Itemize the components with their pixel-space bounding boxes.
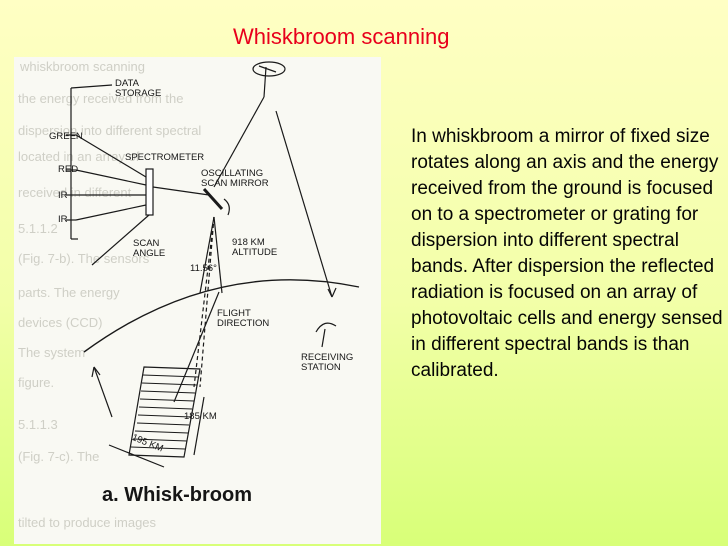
label-oscillating-mirror: OSCILLATING SCAN MIRROR xyxy=(201,168,269,189)
label-red: RED xyxy=(58,164,79,175)
label-altitude: 918 KM ALTITUDE xyxy=(232,237,278,258)
svg-text:tilted to produce images: tilted to produce images xyxy=(18,515,157,530)
svg-text:figure.: figure. xyxy=(18,375,54,390)
scan-cone-right xyxy=(213,216,223,294)
description-paragraph: In whiskbroom a mirror of fixed size rot… xyxy=(411,126,723,381)
label-spectrometer: SPECTROMETER xyxy=(125,152,205,163)
storage-connector xyxy=(70,84,113,89)
ground-track xyxy=(173,291,220,403)
receiving-dish xyxy=(315,322,337,333)
label-flight-direction: FLIGHT DIRECTION xyxy=(217,308,270,329)
label-receiving-station: RECEIVING STATION xyxy=(301,352,354,373)
svg-text:(Fig. 7-b). The sensors: (Fig. 7-b). The sensors xyxy=(18,251,150,266)
label-angle-value: 11.56° xyxy=(190,263,217,274)
svg-text:devices (CCD): devices (CCD) xyxy=(18,315,103,330)
flight-arrow xyxy=(93,366,113,418)
svg-text:located in an array of: located in an array of xyxy=(18,149,140,164)
spectrometer-element xyxy=(145,168,154,216)
scan-mirror xyxy=(202,187,224,211)
earth-horizon xyxy=(83,279,360,353)
svg-text:The system: The system xyxy=(18,345,85,360)
svg-text:dispersion into different spec: dispersion into different spectral xyxy=(18,123,201,138)
diagram-drawing: whiskbroom scanning the energy received … xyxy=(18,59,360,530)
whiskbroom-diagram: whiskbroom scanning the energy received … xyxy=(14,57,381,544)
slide-title: Whiskbroom scanning xyxy=(233,24,450,49)
label-scan-angle: SCAN ANGLE xyxy=(133,238,166,259)
svg-text:whiskbroom scanning: whiskbroom scanning xyxy=(19,59,145,74)
satellite-antenna xyxy=(252,61,286,77)
nadir-line xyxy=(213,96,265,188)
label-swath-185: 185 KM xyxy=(184,411,217,422)
svg-text:the energy received from the: the energy received from the xyxy=(18,91,183,106)
downlink-beam xyxy=(275,110,333,298)
svg-text:received in different: received in different xyxy=(18,185,132,200)
scan-cone-left xyxy=(199,216,215,294)
faded-book-text: whiskbroom scanning the energy received … xyxy=(18,59,201,530)
label-ir-1: IR xyxy=(58,190,68,201)
figure-caption: a. Whisk-broom xyxy=(102,484,253,506)
label-data-storage: DATA STORAGE xyxy=(115,78,162,99)
svg-text:parts. The energy: parts. The energy xyxy=(18,285,120,300)
label-green: GREEN xyxy=(49,131,83,142)
svg-text:5.1.1.3: 5.1.1.3 xyxy=(18,417,58,432)
label-ir-2: IR xyxy=(58,214,68,225)
svg-text:5.1.1.2: 5.1.1.2 xyxy=(18,221,58,236)
svg-text:(Fig. 7-c). The: (Fig. 7-c). The xyxy=(18,449,99,464)
scan-swath xyxy=(128,366,201,458)
